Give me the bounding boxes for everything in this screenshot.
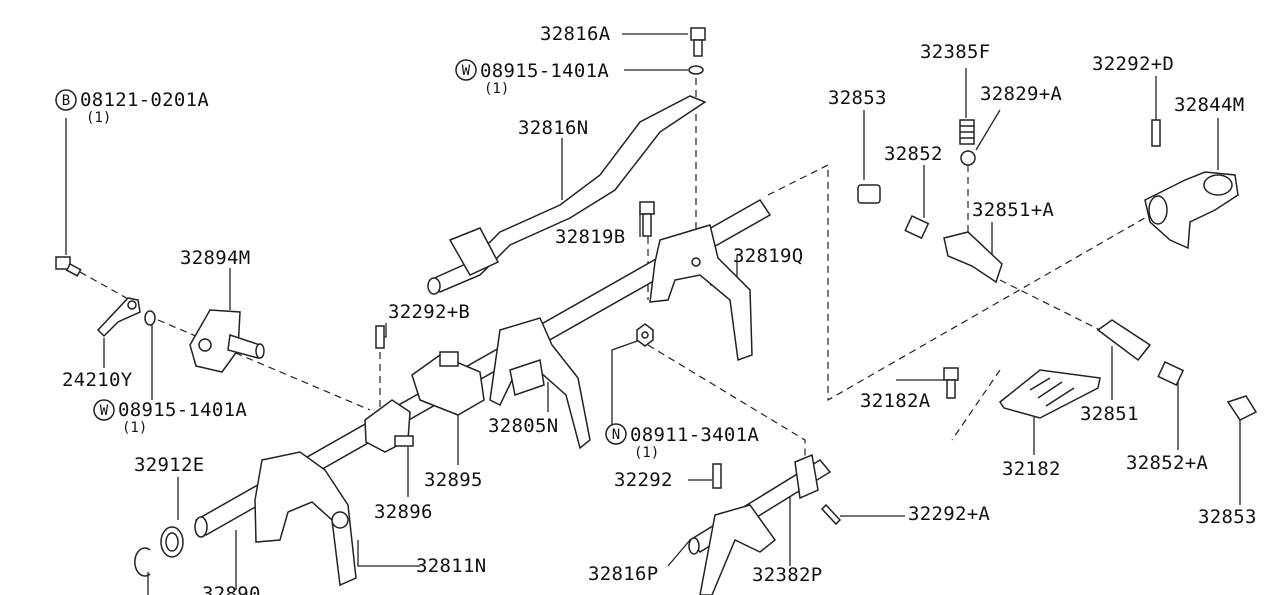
part-pin-32292A [820,503,842,526]
part-plunger-32851 [1096,319,1152,362]
label-32382P: 32382P [752,564,822,586]
part-plate-32182 [998,369,1101,419]
part-labels: 32816A 08915-1401A (1) 08121-0201A (1) 3… [62,23,1257,595]
part-plug-32853-top [857,184,881,204]
marker-n-letter: N [612,427,620,443]
part-spring-32385F [959,119,975,145]
part-snapring [134,547,151,577]
label-32292A: 32292+A [908,503,990,525]
part-bolt-B08121 [55,256,82,277]
label-08915-left: 08915-1401A [118,399,247,421]
part-rod-32816N [427,95,707,295]
label-32912E: 32912E [134,454,204,476]
part-block-32895 [411,351,485,416]
label-32182A: 32182A [860,390,931,412]
label-32292B: 32292+B [388,301,470,323]
part-washer-left [144,310,156,326]
label-32819Q: 32819Q [733,245,803,267]
part-washer-top [688,65,704,75]
part-fork-32811N [254,451,357,587]
label-08911-qty: (1) [634,445,659,461]
marker-w-left-letter: W [100,403,109,419]
label-32385F: 32385F [920,41,990,63]
part-bolt-32182A [943,367,959,399]
label-08911: 08911-3401A [630,424,759,446]
label-32896: 32896 [374,501,433,523]
marker-b-letter: B [62,93,70,109]
label-32853-right: 32853 [1198,506,1257,528]
label-08915-top-qty: (1) [484,81,509,97]
label-32816N: 32816N [518,117,588,139]
label-32851A: 32851+A [972,199,1054,221]
label-32182: 32182 [1002,458,1061,480]
part-block-32896 [364,399,414,453]
label-32805N: 32805N [488,415,558,437]
label-24210Y: 24210Y [62,369,133,391]
label-08121-qty: (1) [86,110,111,126]
label-32819B: 32819B [555,226,625,248]
part-clip-24210Y [96,297,141,338]
label-08915-top: 08915-1401A [480,60,609,82]
marker-w-top-letter: W [462,63,471,79]
label-32816P: 32816P [588,563,658,585]
label-32890: 32890 [202,583,261,595]
label-32895: 32895 [424,469,483,491]
marker-w-left: W [93,399,115,421]
label-08121: 08121-0201A [80,89,209,111]
part-spring-32852 [904,215,930,240]
marker-n: N [605,423,627,445]
part-shaft-32382P [688,453,832,595]
part-main-shaft [194,199,772,538]
part-nut-N08911 [636,323,654,347]
part-pin-32292B [375,325,385,349]
label-32853-top: 32853 [828,87,887,109]
part-bolt-32819B [639,201,655,237]
part-plunger-32851A [943,231,1003,284]
part-plug-32853-right [1226,395,1258,421]
part-fork-32805N [489,317,591,450]
label-08915-left-qty: (1) [122,420,147,436]
label-32851: 32851 [1080,403,1139,425]
part-bracket-32894M [189,309,265,373]
label-32829A: 32829+A [980,83,1062,105]
label-32844M: 32844M [1174,94,1244,116]
label-32852A: 32852+A [1126,452,1208,474]
label-32816A: 32816A [540,23,611,45]
part-spring-32852A [1157,361,1185,386]
part-pin-32292D [1151,119,1161,147]
marker-w-top: W [455,59,477,81]
marker-b: B [55,89,77,111]
label-32811N: 32811N [416,555,486,577]
part-ring-32912E [160,526,184,558]
label-32894M: 32894M [180,247,250,269]
label-32292: 32292 [614,469,673,491]
part-bolt-32816A [690,27,706,57]
part-ball-32829A [960,150,976,166]
label-32292D: 32292+D [1092,53,1174,75]
part-fork-32819Q [649,224,753,362]
part-arm-32844M [1144,171,1239,250]
part-pin-32292 [712,463,722,489]
label-32852: 32852 [884,143,943,165]
